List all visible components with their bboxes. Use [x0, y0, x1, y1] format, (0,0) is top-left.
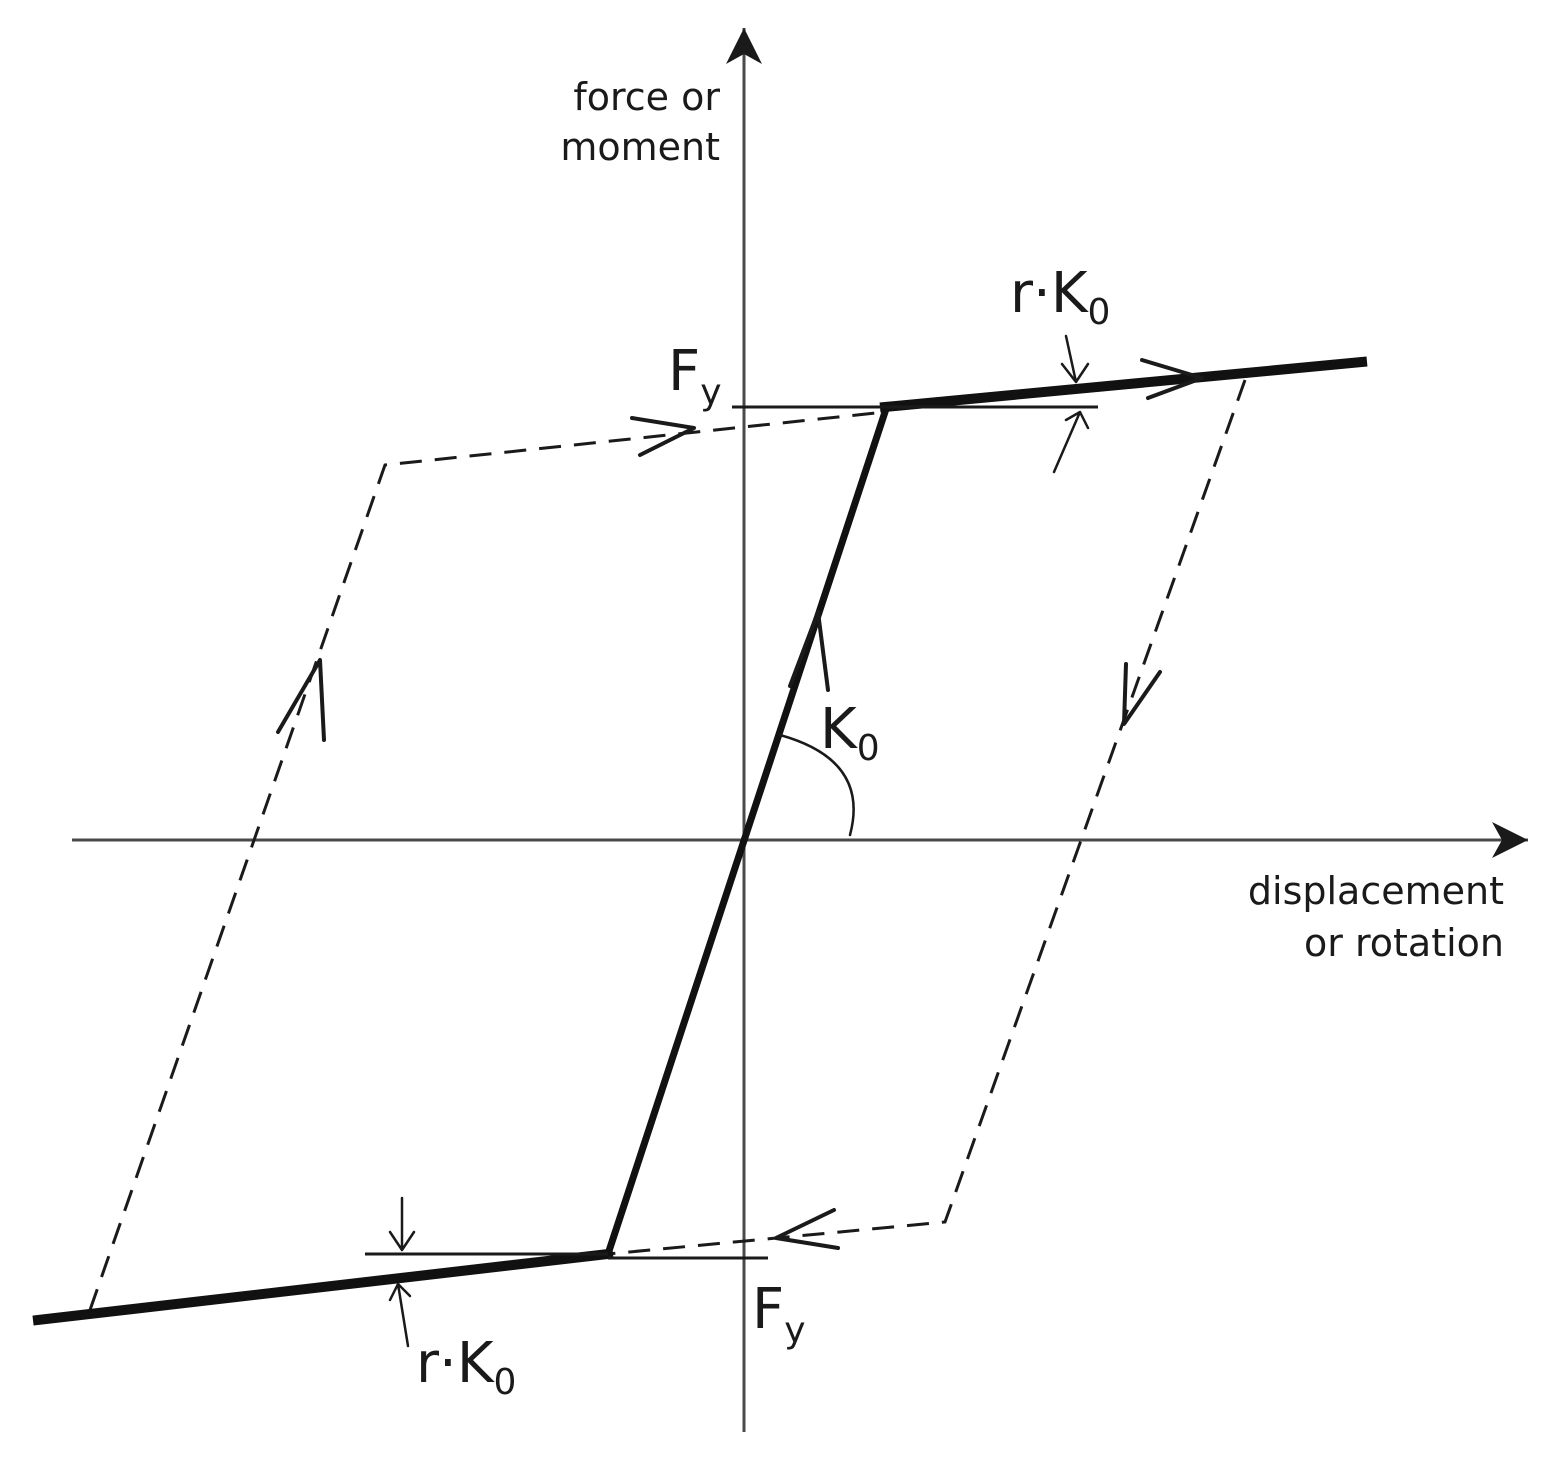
y-axis-arrow-icon [726, 28, 762, 64]
fy-top-label: Fy [668, 339, 722, 413]
arrow-upper-hardening-icon [1140, 358, 1204, 400]
arrow-elastic-up-icon [788, 610, 830, 692]
dashed-upper-left-branch [88, 410, 886, 1311]
axis-labels: force or moment displacement or rotation [560, 75, 1504, 965]
symbol-labels: Fy Fy r·K0 r·K0 K0 [416, 261, 1110, 1403]
arrow-dashed-left-up-icon [276, 658, 326, 742]
x-axis-label-line2: or rotation [1304, 921, 1504, 965]
direction-arrows [276, 358, 1204, 1250]
backbone-curve [32, 356, 1368, 1326]
rk0-bottom-lower-tick-icon [388, 1282, 412, 1348]
dashed-lower-right-branch [607, 379, 1247, 1256]
rk0-top-upper-tick-icon [1060, 334, 1090, 384]
y-axis-label-line2: moment [560, 125, 720, 169]
elastic-branch [603, 407, 890, 1259]
slope-indicators [388, 334, 1090, 1348]
upper-hardening-branch [879, 356, 1368, 413]
y-axis-label-line1: force or [573, 75, 720, 119]
lower-hardening-branch [32, 1248, 614, 1326]
k0-angle-arc [778, 733, 855, 837]
rk0-top-lower-tick-icon [1052, 410, 1090, 474]
arrow-dashed-top-icon [630, 416, 696, 457]
rk0-bottom-upper-tick-icon [388, 1196, 416, 1252]
k0-label: K0 [820, 697, 880, 769]
yield-reference-lines [365, 405, 1098, 1260]
hysteresis-loop-dashed [88, 379, 1247, 1311]
x-axis-arrow-icon [1492, 822, 1528, 858]
arrow-dashed-right-down-icon [1122, 662, 1162, 726]
arrow-dashed-bottom-icon [774, 1208, 840, 1250]
fy-bottom-label: Fy [752, 1277, 806, 1351]
x-axis-label-line1: displacement [1248, 869, 1504, 913]
rk0-top-label: r·K0 [1010, 261, 1110, 333]
rk0-bottom-label: r·K0 [416, 1331, 516, 1403]
axes [72, 28, 1528, 1432]
